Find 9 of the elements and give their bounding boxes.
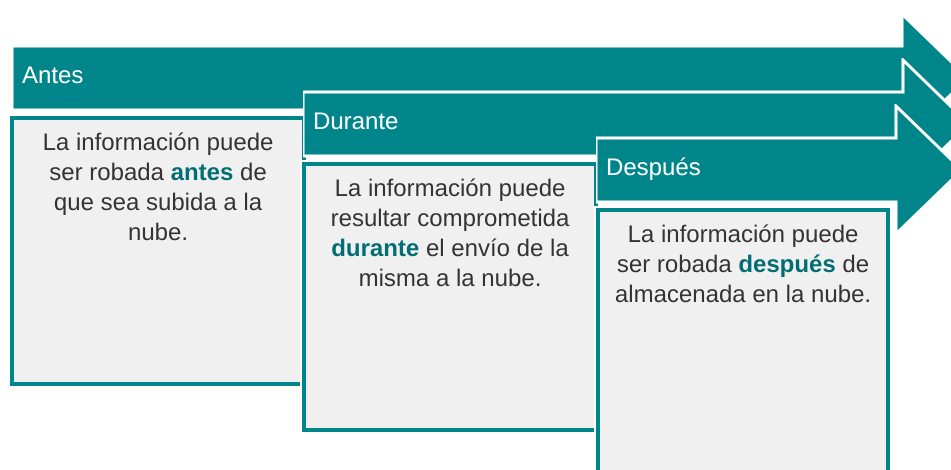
description-text: La información puede resultar comprometida durante el envío de la misma a la nube. (330, 174, 570, 294)
stage-heading: Durante (313, 108, 398, 136)
text-panel (596, 208, 890, 470)
description-text: La información puede ser robada después de almacenada en la nube. (614, 220, 872, 310)
text-panel (10, 116, 306, 386)
text-panel (302, 162, 598, 432)
description-text: La información puede ser robada antes de que sea subida a la nube. (42, 128, 274, 248)
stage-heading: Antes (22, 62, 84, 90)
stage-heading: Después (606, 154, 701, 182)
